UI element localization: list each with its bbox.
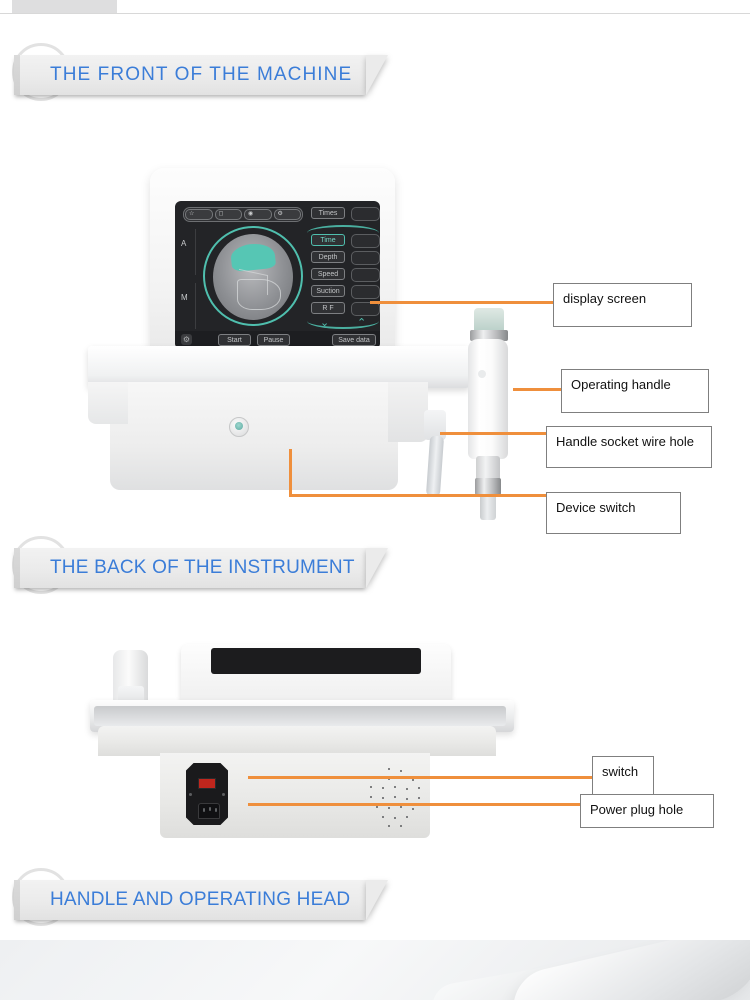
back-base-top-inlay <box>94 706 506 726</box>
socket-screw-right <box>222 793 225 796</box>
callout-display-screen: display screen <box>553 283 692 327</box>
banner-plate-3 <box>14 880 366 920</box>
power-switch[interactable] <box>198 778 216 789</box>
leader-display-screen <box>370 301 555 304</box>
star-icon[interactable]: ☆ <box>185 209 213 220</box>
callout-handle-socket-wire-hole: Handle socket wire hole <box>546 426 712 468</box>
callout-power-plug-hole: Power plug hole <box>580 794 714 828</box>
monitor-back-panel <box>211 648 421 674</box>
handle-chrome-ring-top <box>470 330 508 341</box>
machine-base-front <box>110 382 398 490</box>
param-value-time[interactable] <box>351 234 380 248</box>
machine-base-top <box>88 346 470 388</box>
display-screen[interactable]: ☆ ◻ ◉ ⚙ A M Times Time <box>175 201 380 349</box>
base-right-wing <box>388 382 428 442</box>
settings-icon[interactable]: ⚙ <box>273 209 301 220</box>
param-value-speed[interactable] <box>351 268 380 282</box>
chevron-down-icon[interactable]: ⌄ <box>320 317 330 329</box>
power-plug-hole[interactable] <box>198 803 220 819</box>
back-base-upper-front <box>98 726 496 756</box>
handle-cord <box>480 494 496 520</box>
treatment-dial-ring[interactable] <box>203 226 303 326</box>
pause-button[interactable]: Pause <box>257 334 290 346</box>
handle-grip <box>468 339 508 459</box>
chevron-up-icon[interactable]: ⌃ <box>357 317 367 329</box>
top-divider <box>0 13 750 14</box>
handle-photo-primary <box>505 940 750 1000</box>
face-diagram[interactable] <box>213 234 293 320</box>
handle-socket-cable <box>425 435 445 497</box>
param-button-suction[interactable]: Suction <box>311 285 345 297</box>
leader-power-plug-hole <box>248 803 582 806</box>
param-value-suction[interactable] <box>351 285 380 299</box>
section-title-front: THE FRONT OF THE MACHINE <box>50 64 353 85</box>
handle-photo-band <box>0 940 750 1000</box>
times-label: Times <box>311 207 345 219</box>
mode-label-m: M <box>181 293 188 302</box>
banner-plate <box>14 55 366 95</box>
handle-button[interactable] <box>478 370 486 378</box>
gear-icon[interactable]: ⚙ <box>181 334 192 345</box>
start-button[interactable]: Start <box>218 334 251 346</box>
device-power-button[interactable] <box>229 417 249 437</box>
socket-screw-left <box>189 793 192 796</box>
screen-toolbar[interactable]: ☆ ◻ ◉ ⚙ <box>183 207 303 222</box>
mode-label-a: A <box>181 239 187 248</box>
param-button-time[interactable]: Time <box>311 234 345 246</box>
callout-operating-handle: Operating handle <box>561 369 709 413</box>
clock-icon[interactable]: ◉ <box>244 209 272 220</box>
face-jaw-line <box>237 278 281 310</box>
top-tab-placeholder <box>12 0 117 13</box>
base-left-wing <box>88 382 128 424</box>
operating-handle[interactable] <box>460 308 520 520</box>
handle-chrome-ring-bottom <box>475 478 501 495</box>
selected-treatment-zone <box>229 242 276 273</box>
screen-bottom-bar: ⚙ Start Pause Save data <box>175 331 380 349</box>
handle-treatment-head <box>474 308 504 332</box>
leader-device-switch-vertical <box>289 449 292 497</box>
divider-left-2 <box>195 283 196 329</box>
camera-icon[interactable]: ◻ <box>214 209 242 220</box>
param-button-depth[interactable]: Depth <box>311 251 345 263</box>
handle-neck <box>476 456 500 480</box>
dial-arc-top <box>307 225 379 241</box>
times-value-field[interactable] <box>351 207 380 221</box>
banner-arrow-tip <box>366 55 388 95</box>
callout-device-switch: Device switch <box>546 492 681 534</box>
callout-switch: switch <box>592 756 654 797</box>
leader-operating-handle <box>513 388 563 391</box>
leader-device-switch <box>289 494 547 497</box>
banner-arrow-tip-2 <box>366 548 388 588</box>
banner-arrow-tip-3 <box>366 880 388 920</box>
param-value-rf[interactable] <box>351 302 380 316</box>
leader-switch <box>248 776 595 779</box>
param-value-depth[interactable] <box>351 251 380 265</box>
section-title-back: THE BACK OF THE INSTRUMENT <box>50 557 355 578</box>
section-title-handle: HANDLE AND OPERATING HEAD <box>50 889 351 910</box>
back-machine-photo <box>88 638 548 858</box>
banner-plate-2 <box>14 548 366 588</box>
front-machine-photo: ☆ ◻ ◉ ⚙ A M Times Time <box>88 168 558 520</box>
save-data-button[interactable]: Save data <box>332 334 376 346</box>
param-button-rf[interactable]: R F <box>311 302 345 314</box>
param-button-speed[interactable]: Speed <box>311 268 345 280</box>
divider-left-1 <box>195 229 196 275</box>
leader-handle-socket <box>440 432 548 435</box>
